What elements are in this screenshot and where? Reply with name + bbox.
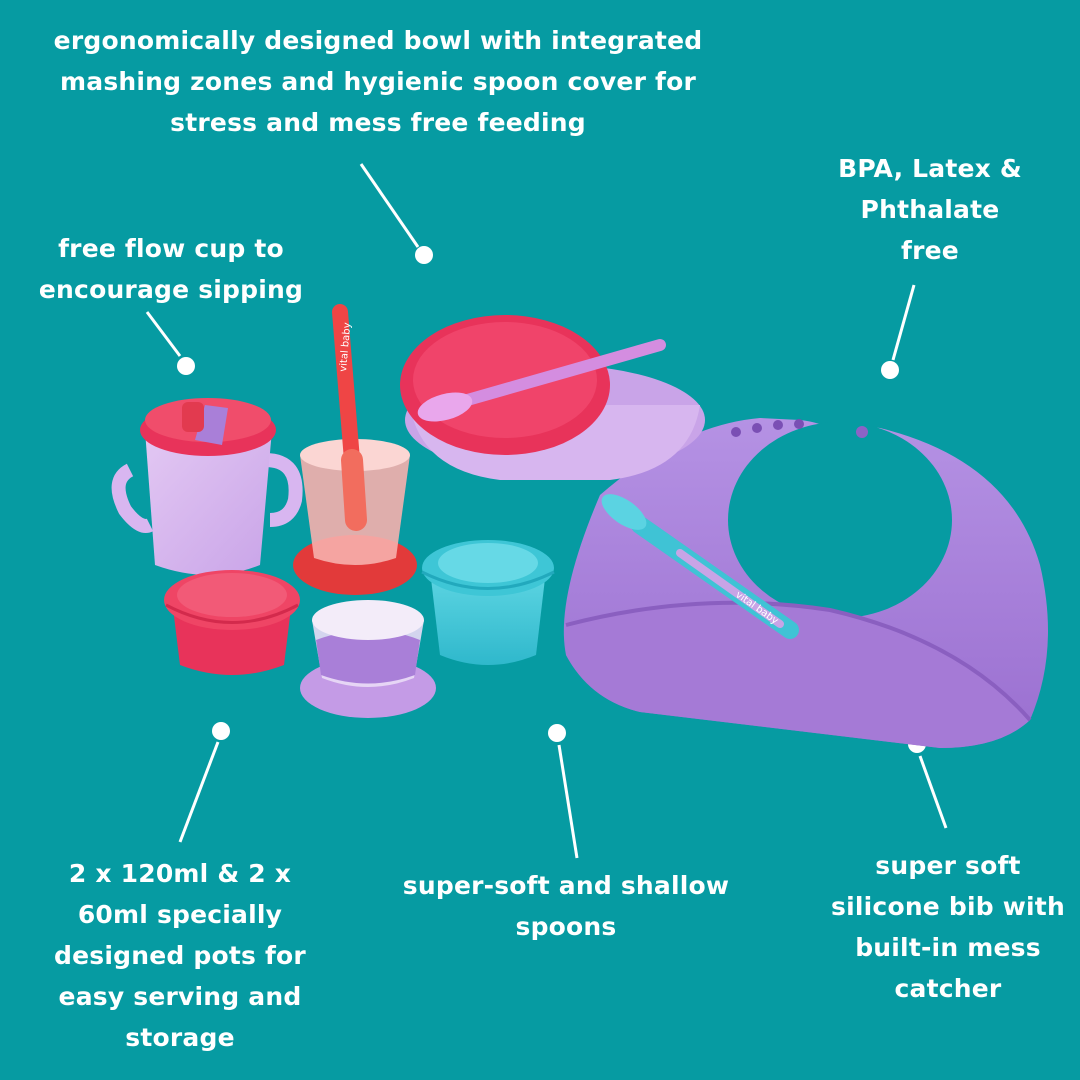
red-tumbler: vital baby (293, 304, 417, 595)
red-spoon-brand: vital baby (338, 322, 353, 372)
callout-cup: free flow cup to encourage sipping (38, 234, 304, 304)
callout-spoons: super-soft and shallow spoons (402, 871, 730, 941)
pointer-bpa (881, 284, 916, 379)
callout-bowl: ergonomically designed bowl with integra… (53, 26, 703, 137)
callout-bpa-free: BPA, Latex & Phthalate free (838, 154, 1022, 265)
pointer-bib (908, 735, 948, 829)
lilac-pot (300, 600, 436, 718)
bowl-with-cover (400, 315, 705, 480)
pointer-pots (178, 722, 230, 843)
silicone-bib (563, 418, 1048, 748)
sippy-cup (111, 398, 303, 575)
pointer-cup (145, 311, 195, 375)
turquoise-pot (421, 540, 555, 665)
red-pot (164, 570, 300, 675)
callout-pots: 2 x 120ml & 2 x 60ml specially designed … (54, 859, 306, 1052)
pointer-bowl (359, 163, 433, 264)
callout-bib: super soft silicone bib with built-in me… (831, 851, 1065, 1003)
pointer-spoons (548, 724, 579, 859)
